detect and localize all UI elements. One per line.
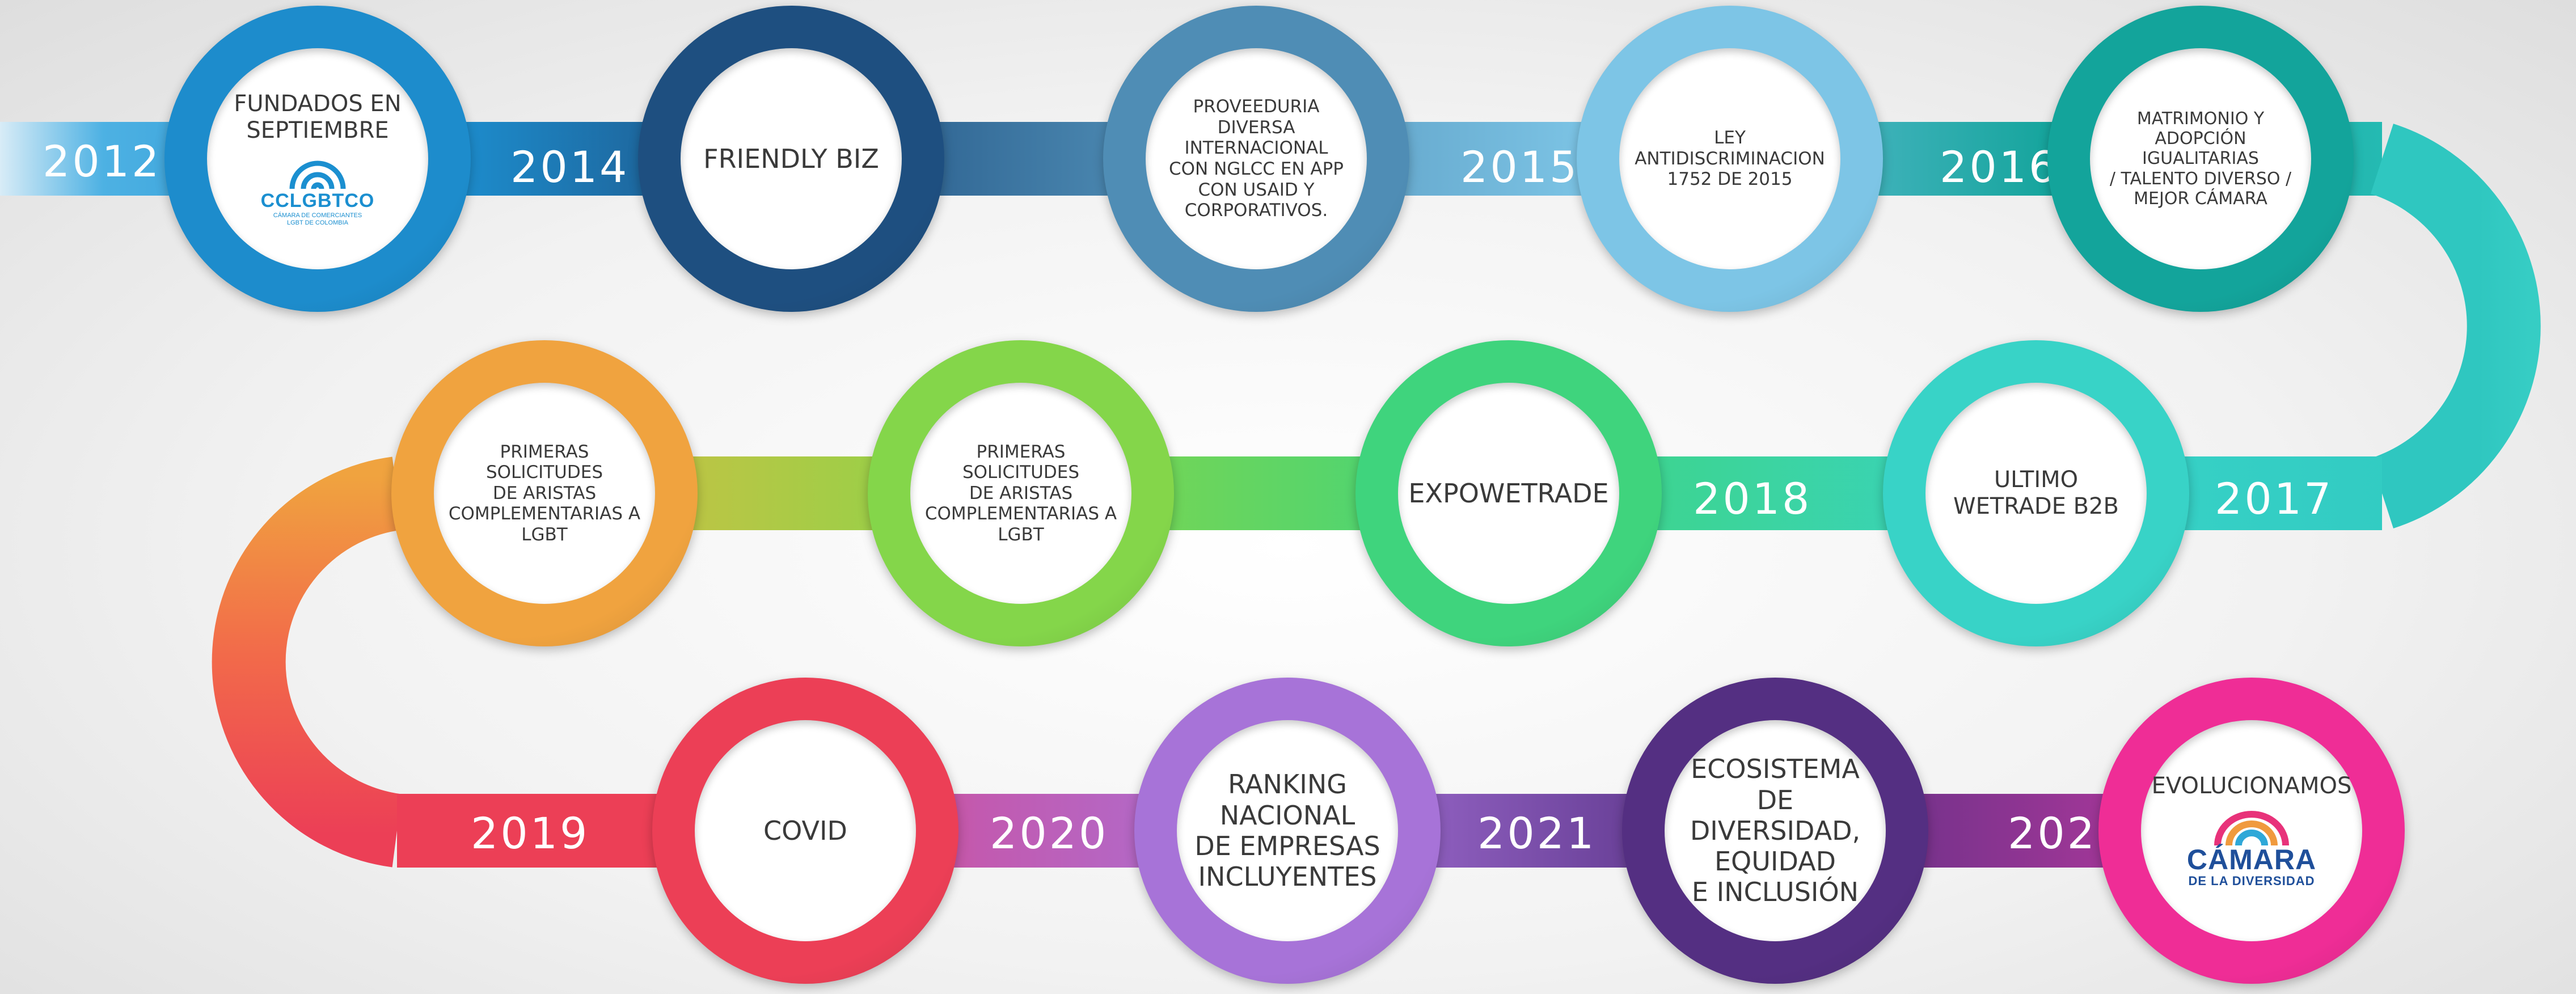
milestone-node-5: MATRIMONIO Y ADOPCIÓN IGUALITARIAS / TAL… — [2047, 6, 2354, 312]
year-label-2014: 2014 — [510, 142, 630, 192]
year-label-2018: 2018 — [1693, 473, 1812, 524]
milestone-node-8: PRIMERAS SOLICITUDES DE ARISTAS COMPLEME… — [868, 340, 1174, 646]
logo-text: CÁMARA — [2186, 843, 2317, 875]
year-label-2017: 2017 — [2215, 473, 2334, 524]
milestone-inner-circle: EXPOWETRADE — [1398, 383, 1619, 604]
milestone-inner-circle: FRIENDLY BIZ — [681, 48, 902, 269]
milestone-label: PRIMERAS SOLICITUDES DE ARISTAS COMPLEME… — [924, 441, 1117, 545]
milestone-label: ECOSISTEMA DE DIVERSIDAD, EQUIDAD E INCL… — [1690, 754, 1861, 908]
milestone-label: COVID — [763, 815, 847, 846]
milestone-node-2: FRIENDLY BIZ — [638, 6, 944, 312]
rainbow-arch-icon — [2214, 810, 2289, 845]
milestone-label: PRIMERAS SOLICITUDES DE ARISTAS COMPLEME… — [448, 441, 641, 545]
milestone-inner-circle: PROVEEDURIA DIVERSA INTERNACIONAL CON NG… — [1146, 48, 1367, 269]
milestone-node-10: COVID — [652, 678, 958, 984]
milestone-inner-circle: RANKING NACIONAL DE EMPRESAS INCLUYENTES — [1177, 720, 1398, 941]
milestone-label: LEY ANTIDISCRIMINACION 1752 DE 2015 — [1635, 128, 1825, 190]
milestone-node-3: PROVEEDURIA DIVERSA INTERNACIONAL CON NG… — [1103, 6, 1409, 312]
milestone-node-9: PRIMERAS SOLICITUDES DE ARISTAS COMPLEME… — [391, 340, 698, 646]
milestone-inner-circle: MATRIMONIO Y ADOPCIÓN IGUALITARIAS / TAL… — [2090, 48, 2311, 269]
milestone-label: MATRIMONIO Y ADOPCIÓN IGUALITARIAS / TAL… — [2109, 108, 2292, 209]
milestone-node-4: LEY ANTIDISCRIMINACION 1752 DE 2015 — [1577, 6, 1883, 312]
milestone-node-6: ULTIMO WETRADE B2B — [1883, 340, 2189, 646]
milestone-node-12: ECOSISTEMA DE DIVERSIDAD, EQUIDAD E INCL… — [1622, 678, 1928, 984]
year-label-2015: 2015 — [1460, 142, 1580, 192]
milestone-label: EVOLUCIONAMOS — [2151, 773, 2352, 800]
milestone-inner-circle: COVID — [695, 720, 916, 941]
year-label-2012: 2012 — [43, 136, 162, 187]
year-label-2019: 2019 — [471, 808, 590, 858]
logo-text: CCLGBTCO — [260, 189, 375, 212]
milestone-label: EXPOWETRADE — [1408, 477, 1609, 509]
milestone-label: FUNDADOS EN SEPTIEMBRE — [234, 91, 402, 144]
milestone-label: FRIENDLY BIZ — [703, 143, 879, 174]
milestone-node-7: EXPOWETRADE — [1355, 340, 1662, 646]
milestone-label: RANKING NACIONAL DE EMPRESAS INCLUYENTES — [1194, 769, 1380, 893]
milestone-inner-circle: ULTIMO WETRADE B2B — [1925, 383, 2147, 604]
milestone-inner-circle: PRIMERAS SOLICITUDES DE ARISTAS COMPLEME… — [434, 383, 655, 604]
logo-subtext: CÁMARA DE COMERCIANTES LGBT DE COLOMBIA — [273, 212, 362, 226]
milestone-inner-circle: LEY ANTIDISCRIMINACION 1752 DE 2015 — [1619, 48, 1840, 269]
milestone-inner-circle: PRIMERAS SOLICITUDES DE ARISTAS COMPLEME… — [910, 383, 1131, 604]
milestone-label: ULTIMO WETRADE B2B — [1953, 466, 2119, 519]
milestone-label: PROVEEDURIA DIVERSA INTERNACIONAL CON NG… — [1169, 96, 1344, 221]
logo-subtext: DE LA DIVERSIDAD — [2188, 873, 2315, 888]
milestone-node-11: RANKING NACIONAL DE EMPRESAS INCLUYENTES — [1134, 678, 1441, 984]
rainbow-arches-icon — [289, 160, 346, 189]
year-label-2021: 2021 — [1477, 808, 1597, 858]
year-label-2020: 2020 — [990, 808, 1109, 858]
year-label-2016: 2016 — [1940, 142, 2059, 192]
milestone-inner-circle: ECOSISTEMA DE DIVERSIDAD, EQUIDAD E INCL… — [1665, 720, 1886, 941]
